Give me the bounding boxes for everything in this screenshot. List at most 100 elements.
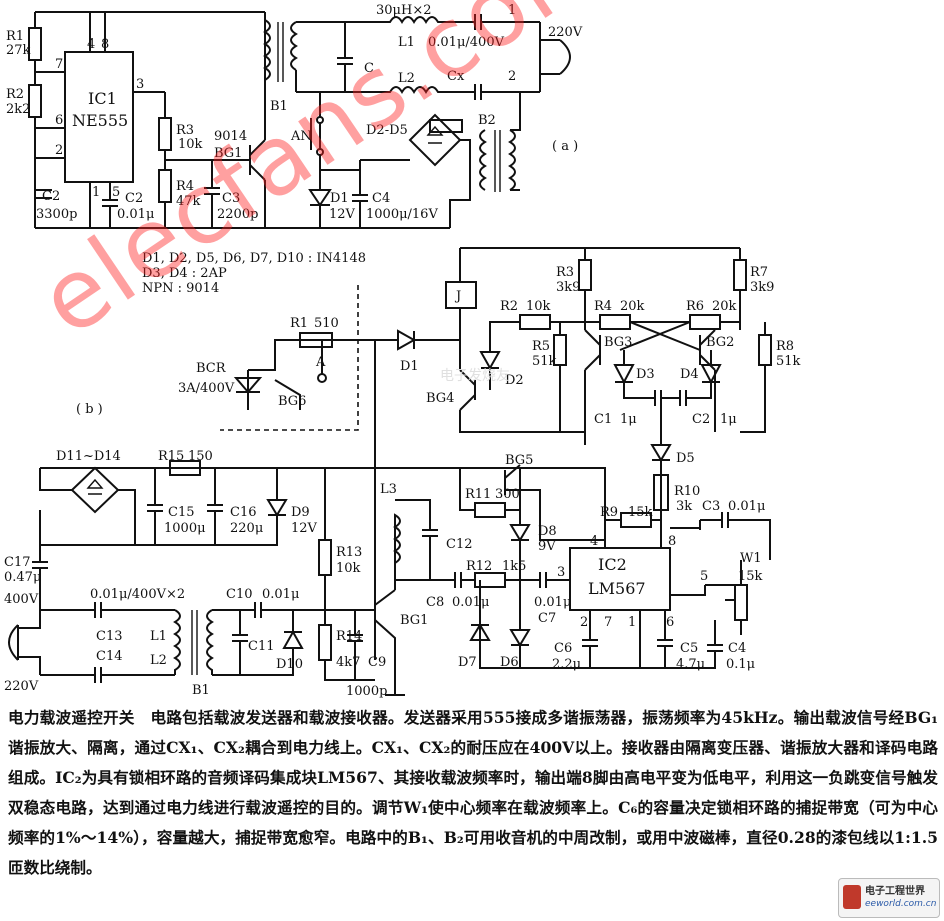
label-r8b: R8: [776, 339, 794, 354]
pin-8: 8: [101, 37, 109, 52]
pin-b8: 8: [668, 534, 676, 549]
label-r6b: R6: [686, 299, 704, 314]
label-l1: L1: [398, 35, 415, 50]
label-caps-value: 0.01μ/400V×2: [90, 587, 185, 602]
r3b-resistor: [578, 259, 592, 291]
label-c12: C12: [446, 537, 473, 552]
label-d1-value: 12V: [329, 207, 356, 222]
r5b-resistor: [553, 334, 567, 366]
label-d8: D8: [538, 524, 557, 539]
pin-b5: 5: [700, 569, 708, 584]
label-d9-value: 12V: [291, 521, 318, 536]
label-c5-value: 4.7μ: [676, 657, 705, 672]
label-r2b: R2: [500, 299, 518, 314]
label-r4-value: 47k: [176, 194, 201, 209]
label-l-value: 30μH×2: [376, 3, 432, 18]
label-l2b: L2: [150, 653, 167, 668]
label-c2-timing: C2: [42, 189, 60, 204]
label-r3b-value: 3k9: [556, 280, 580, 295]
pin-2: 2: [55, 143, 63, 158]
label-bcr: BCR: [196, 361, 227, 376]
d2d5-resistor: [429, 119, 463, 133]
r2-resistor: [28, 84, 42, 118]
label-r5b: R5: [532, 339, 550, 354]
circuit-schematic: R1 27k R2 2k2 4 8 7 6 2 1 5 3 IC1 NE555 …: [4, 3, 801, 699]
label-r12: R12: [466, 559, 492, 574]
label-r10-value: 3k: [676, 499, 692, 514]
label-c2: C2: [125, 191, 143, 206]
label-r13: R13: [336, 545, 362, 560]
label-400v: 400V: [4, 592, 39, 607]
r9-resistor: [620, 512, 652, 528]
label-c15: C15: [168, 505, 195, 520]
label-bg1: BG1: [214, 146, 242, 161]
label-r8b-value: 51k: [776, 354, 801, 369]
label-c4b: C4: [728, 641, 746, 656]
pin-b6: 6: [666, 615, 674, 630]
label-d7: D7: [458, 655, 477, 670]
label-b1b: B1: [192, 683, 210, 698]
r1-resistor: [28, 27, 42, 61]
label-c3-value: 2200p: [217, 207, 258, 222]
label-l2: L2: [398, 71, 415, 86]
label-bg4: BG4: [426, 391, 454, 406]
label-r15-value: 150: [188, 449, 213, 464]
label-r1b-value: 510: [314, 316, 339, 331]
label-c: C: [364, 61, 374, 76]
label-220v-b: 220V: [4, 679, 39, 694]
badge-cn: 电子工程世界: [865, 886, 925, 897]
label-lm567: LM567: [588, 579, 646, 598]
label-r3b: R3: [556, 265, 574, 280]
ic2-lm567: [569, 547, 671, 611]
label-r13-value: 10k: [336, 561, 361, 576]
label-l3: L3: [380, 482, 397, 497]
label-r6b-value: 20k: [712, 299, 737, 314]
label-c5: C5: [680, 641, 698, 656]
label-c2b-value: 1μ: [720, 412, 737, 427]
label-r2-value: 2k2: [6, 102, 30, 117]
label-c17-value: 0.47μ: [4, 570, 41, 585]
site-badge[interactable]: 电子工程世界 eeworld.com.cn: [838, 878, 940, 918]
label-w1-value: 15k: [738, 569, 763, 584]
label-c17: C17: [4, 555, 31, 570]
r8b-resistor: [758, 334, 772, 366]
pin-b4: 4: [590, 534, 598, 549]
label-an: AN: [290, 129, 312, 144]
label-d2d5: D2-D5: [366, 123, 408, 138]
r14-resistor: [318, 624, 332, 661]
label-c11: C11: [248, 639, 275, 654]
pin-1: 1: [92, 185, 100, 200]
label-d10: D10: [276, 657, 303, 672]
label-bg1b: BG1: [400, 613, 428, 628]
transmitter-circuit: [28, 11, 571, 229]
label-bg2: BG2: [706, 335, 734, 350]
label-c2b: C2: [692, 412, 710, 427]
label-ic1: IC1: [88, 89, 117, 108]
label-r4: R4: [176, 179, 194, 194]
label-bg6: BG6: [278, 394, 306, 409]
label-r9-value: 15k: [628, 505, 653, 520]
label-bcr-value: 3A/400V: [178, 381, 235, 396]
label-220v-a: 220V: [548, 25, 583, 40]
label-c4b-value: 0.1μ: [726, 657, 755, 672]
note-npn: NPN : 9014: [142, 281, 219, 296]
r6b-resistor: [689, 314, 721, 330]
label-d5b: D5: [676, 451, 695, 466]
label-d3: D3: [636, 367, 655, 382]
label-r2: R2: [6, 87, 24, 102]
pin-5: 5: [112, 185, 120, 200]
label-d6: D6: [500, 655, 519, 670]
labels-b: D1, D2, D5, D6, D7, D10 : IN4148 D3, D4 …: [4, 251, 801, 699]
badge-en: eeworld.com.cn: [865, 899, 937, 909]
label-c4: C4: [372, 191, 390, 206]
label-sub-a: ( a ): [552, 139, 578, 154]
r4-resistor: [158, 169, 172, 203]
r13-resistor: [318, 539, 332, 576]
pin-t2: 2: [508, 69, 516, 84]
label-c1b: C1: [594, 412, 612, 427]
label-c2-timing-value: 3300p: [36, 207, 77, 222]
r1b-resistor: [299, 332, 333, 348]
label-d8-value: 9V: [538, 539, 556, 554]
eeworld-logo-icon: [843, 885, 861, 909]
pin-3: 3: [136, 77, 144, 92]
